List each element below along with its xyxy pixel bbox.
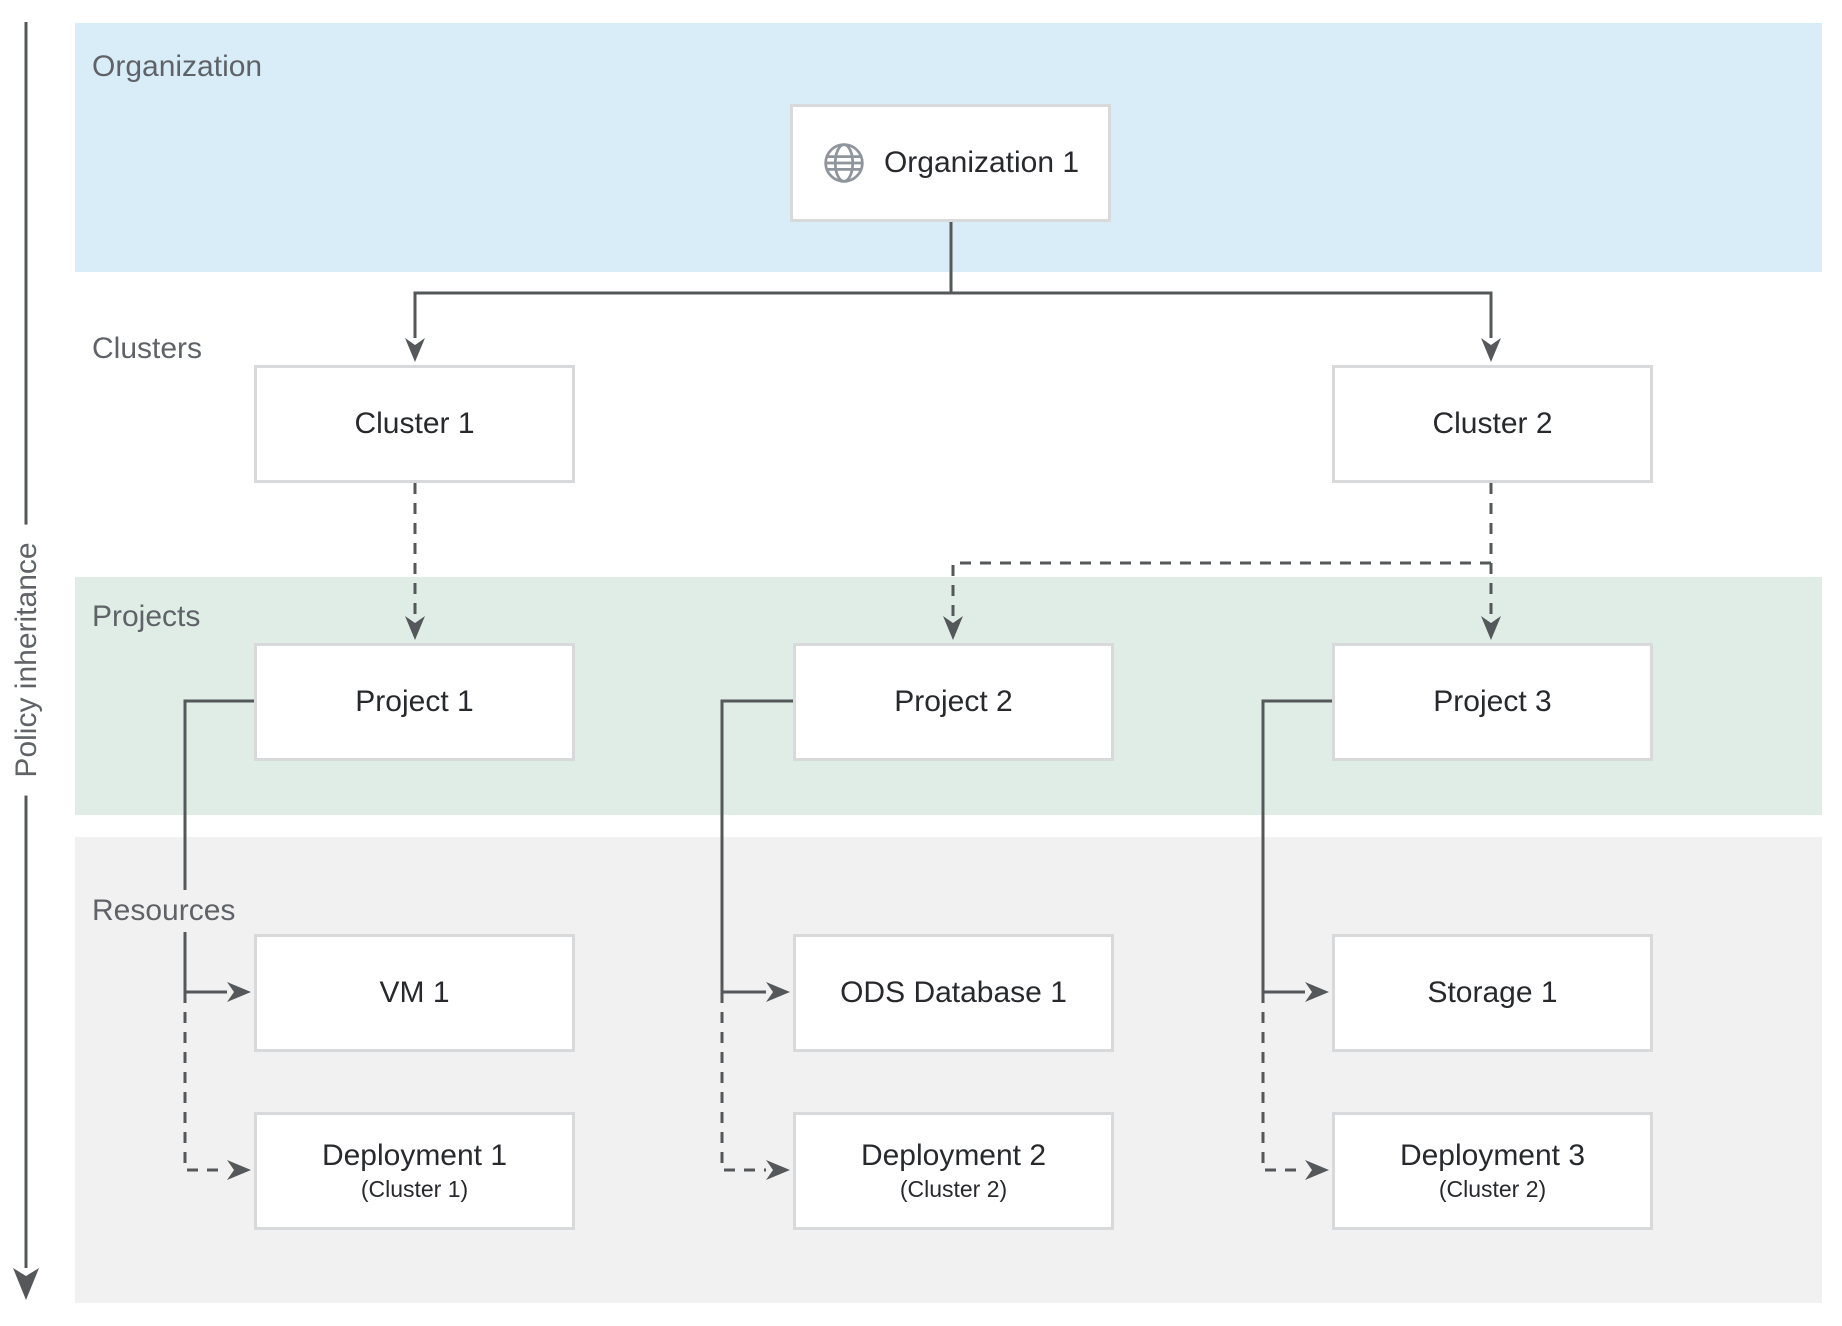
edge-project2-to-ods1 [720,699,793,1002]
edge-project1-to-vm1 [183,699,254,1002]
deployment-1-node: Deployment 1 (Cluster 1) [254,1112,575,1230]
deployment-3-sublabel: (Cluster 2) [1438,1176,1547,1202]
cluster-2-node: Cluster 2 [1332,365,1653,483]
project-1-node: Project 1 [254,643,575,761]
clusters-band-label: Clusters [92,332,203,365]
cluster-2-label: Cluster 2 [1432,407,1553,440]
organization-1-label: Organization 1 [883,146,1080,179]
deployment-2-node: Deployment 2 (Cluster 2) [793,1112,1114,1230]
deployment-1-label: Deployment 1 [321,1139,508,1172]
resources-band-label: Resources [82,890,246,932]
deployment-3-label: Deployment 3 [1399,1139,1586,1172]
project-1-label: Project 1 [355,685,474,718]
storage-1-node: Storage 1 [1332,934,1653,1052]
project-3-node: Project 3 [1332,643,1653,761]
edge-org-to-cluster2 [951,291,1501,362]
organization-1-node: Organization 1 [790,104,1111,222]
vm-1-label: VM 1 [379,976,450,1009]
vm-1-node: VM 1 [254,934,575,1052]
projects-band-label: Projects [82,596,211,638]
project-2-node: Project 2 [793,643,1114,761]
deployment-2-sublabel: (Cluster 2) [899,1176,1008,1202]
deployment-3-node: Deployment 3 (Cluster 2) [1332,1112,1653,1230]
edge-project2-to-deployment2 [720,992,790,1180]
project-2-label: Project 2 [894,685,1013,718]
edge-cluster2-to-project2 [943,561,1491,640]
policy-inheritance-label: Policy inheritance [0,524,54,796]
organization-band-label: Organization [82,46,273,88]
project-3-label: Project 3 [1433,685,1552,718]
cluster-1-node: Cluster 1 [254,365,575,483]
deployment-1-sublabel: (Cluster 1) [360,1176,469,1202]
edge-org-to-cluster1 [405,291,951,362]
edge-project3-to-storage1 [1261,699,1332,1002]
cluster-1-label: Cluster 1 [354,407,475,440]
storage-1-label: Storage 1 [1427,976,1558,1009]
edge-project3-to-deployment3 [1261,992,1329,1180]
deployment-2-label: Deployment 2 [860,1139,1047,1172]
ods-database-1-label: ODS Database 1 [840,976,1067,1009]
globe-icon [824,143,864,183]
ods-database-1-node: ODS Database 1 [793,934,1114,1052]
edge-project1-to-deployment1 [183,992,251,1180]
